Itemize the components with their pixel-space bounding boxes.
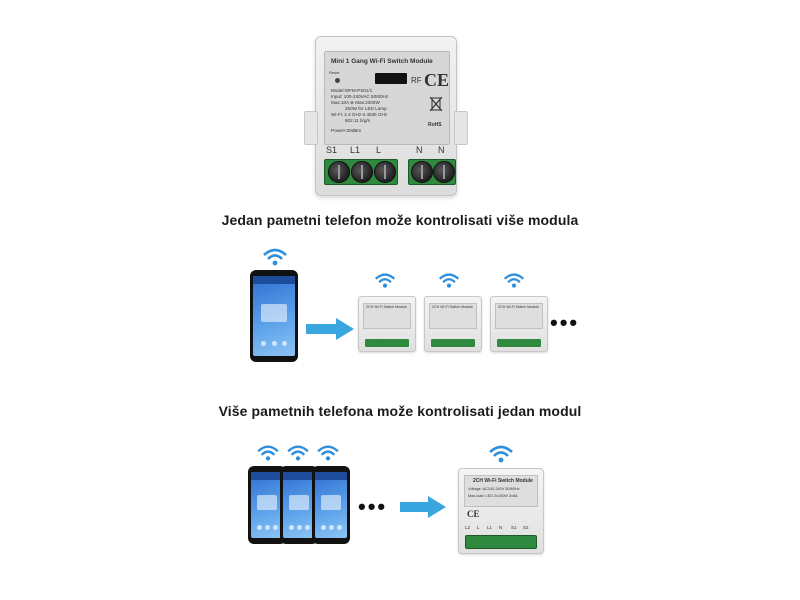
terminal-label-l: L (376, 145, 382, 155)
terminal-label-l1: L1 (350, 145, 361, 155)
terminal-block-right (408, 159, 456, 185)
wifi-icon (317, 445, 339, 461)
spec-line: 250W for LED Lamp (345, 106, 387, 111)
wifi-icon (438, 273, 460, 288)
terminal-screw (411, 161, 433, 183)
smartphone-icon (312, 466, 350, 544)
wifi-icon (257, 445, 279, 461)
spec-line: 802.11 b/g/n (345, 118, 371, 123)
spec-line: Power<20dBm (331, 128, 362, 133)
weee-bin-icon (429, 96, 443, 112)
rf-label: RF (411, 76, 422, 85)
terminal-screw (433, 161, 455, 183)
terminal-block-left (324, 159, 398, 185)
small-module-title: 2CH Wi-Fi Switch Module (498, 305, 539, 309)
terminal-screw (374, 161, 396, 183)
spec-line: Input: 100-240VAC 50/60Hz (331, 94, 389, 99)
spec-line: Voltage: AC100-240V 50/60Hz (468, 487, 520, 491)
ce-mark-icon: CE (424, 70, 450, 90)
arrow-right-icon (306, 318, 354, 340)
small-module-title: 2CH Wi-Fi Switch Module (473, 478, 533, 484)
terminal-label: L2 (465, 525, 471, 530)
module-label-panel: Mini 1 Gang Wi-Fi Switch Module Reset RF… (324, 51, 450, 145)
module-side-tab (454, 111, 468, 145)
terminal-label: L1 (487, 525, 493, 530)
terminal-label: S1 (511, 525, 517, 530)
terminal-label-n: N (416, 145, 423, 155)
wifi-icon (287, 445, 309, 461)
terminal-block (465, 535, 537, 549)
caption-many-phones: Više pametnih telefona može kontrolisati… (218, 403, 582, 419)
small-module-title: 2CH Wi-Fi Switch Module (432, 305, 473, 309)
terminal-label-n: N (438, 145, 445, 155)
reset-label: Reset (329, 70, 340, 75)
led-window (375, 73, 407, 84)
module-side-tab (304, 111, 318, 145)
rohs-label: RoHS (428, 122, 442, 128)
module-title: Mini 1 Gang Wi-Fi Switch Module (331, 58, 433, 65)
small-switch-module: 2CH Wi-Fi Switch Module (358, 296, 416, 352)
arrow-right-icon (400, 496, 446, 518)
terminal-label: N (499, 525, 503, 530)
small-switch-module: 2CH Wi-Fi Switch Module (424, 296, 482, 352)
smartphone-icon (280, 466, 318, 544)
ce-mark-icon: CE (467, 509, 480, 519)
terminal-screw (328, 161, 350, 183)
wifi-icon (374, 273, 396, 288)
spec-line: Wi-Fi: 2.4 GHz-2.4835 GHz (331, 112, 388, 117)
spec-line: Max:10A ⊕ Max:2300W (331, 100, 380, 105)
terminal-label: L (477, 525, 480, 530)
wifi-icon (503, 273, 525, 288)
small-module-title: 2CH Wi-Fi Switch Module (366, 305, 407, 309)
spec-line: Model:WFM-PS01/1 (331, 88, 373, 93)
target-switch-module: 2CH Wi-Fi Switch Module Voltage: AC100-2… (458, 468, 544, 554)
wifi-icon (263, 248, 287, 266)
smartphone-icon (250, 270, 298, 362)
smartphone-icon (248, 466, 286, 544)
module-label-panel: 2CH Wi-Fi Switch Module Voltage: AC100-2… (464, 475, 538, 507)
caption-one-phone: Jedan pametni telefon može kontrolisati … (221, 212, 579, 228)
main-switch-module: Mini 1 Gang Wi-Fi Switch Module Reset RF… (304, 36, 468, 196)
terminal-screw (351, 161, 373, 183)
terminal-label-s1: S1 (326, 145, 338, 155)
spec-line: Max.load: LED 2x150W 2x5A (468, 494, 518, 498)
ellipsis: ••• (358, 494, 388, 519)
reset-hole (335, 78, 340, 83)
small-switch-module: 2CH Wi-Fi Switch Module (490, 296, 548, 352)
terminal-label: S2 (523, 525, 529, 530)
wifi-icon (489, 445, 513, 463)
ellipsis: ••• (550, 310, 580, 335)
